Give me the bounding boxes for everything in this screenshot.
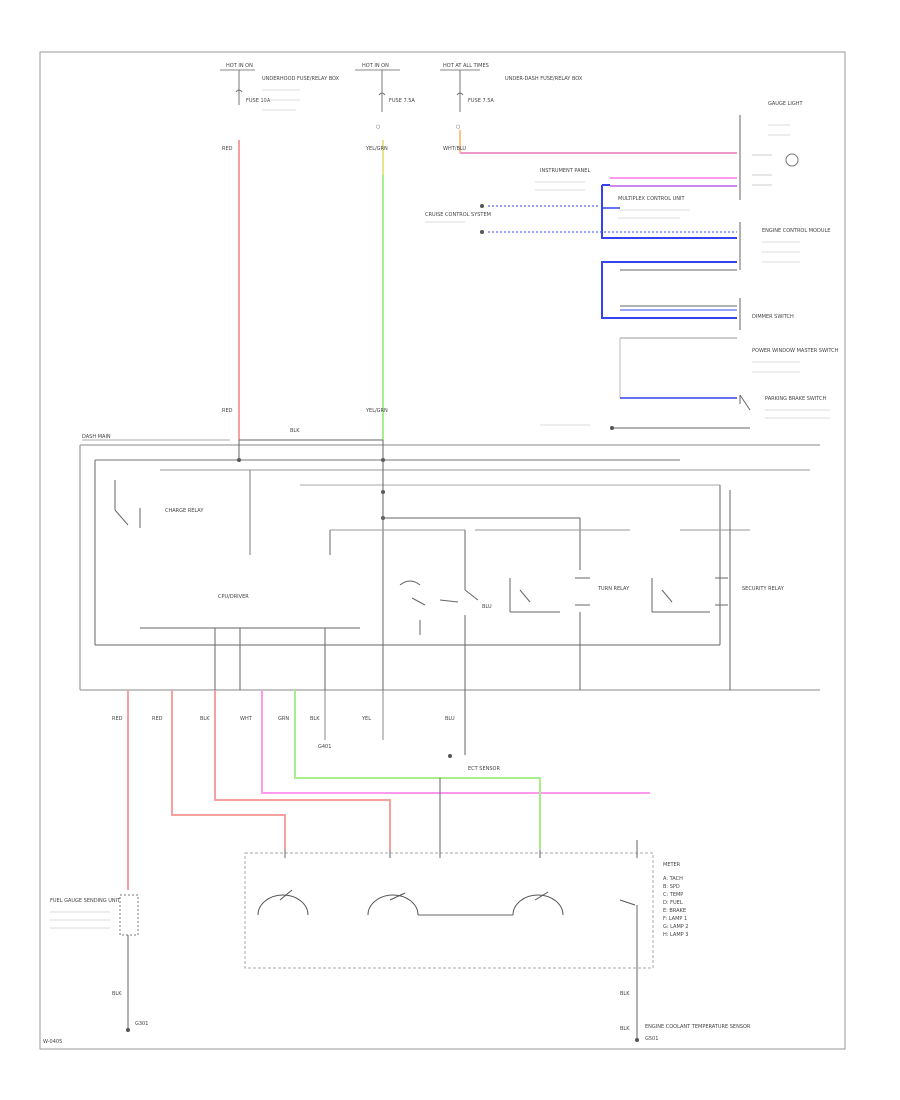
dimmer-label: DIMMER SWITCH <box>752 314 794 320</box>
relay-far-label: SECURITY RELAY <box>742 586 785 592</box>
cruise-label: CRUISE CONTROL SYSTEM <box>425 212 491 218</box>
svg-text:○: ○ <box>376 124 380 130</box>
power-window-switch: POWER WINDOW MASTER SWITCH <box>619 337 839 398</box>
fuse-mid-top-label: HOT IN ON <box>362 63 389 69</box>
bottom-right-ground: BLK BLK ENGINE COOLANT TEMPERATURE SENSO… <box>620 968 751 1042</box>
wire-red-mid-label: RED <box>222 408 233 414</box>
svg-text:BLK: BLK <box>112 991 122 997</box>
ground-mid: G401 ECT SENSOR <box>318 744 500 772</box>
fuel-sensor-label: FUEL GAUGE SENDING UNIT <box>50 898 121 904</box>
fuse-left-desc: UNDERHOOD FUSE/RELAY BOX <box>262 76 340 82</box>
meter-box-label: METER <box>663 862 681 868</box>
svg-text:GRN: GRN <box>278 716 289 722</box>
svg-text:BLK: BLK <box>310 716 320 722</box>
svg-text:H: LAMP 3: H: LAMP 3 <box>663 932 688 938</box>
power-window-label: POWER WINDOW MASTER SWITCH <box>752 348 839 354</box>
ecm-component: ENGINE CONTROL MODULE <box>739 222 830 270</box>
svg-text:BLK: BLK <box>620 1026 630 1032</box>
wire-green-mid-label: YEL/GRN <box>365 408 388 414</box>
wire-green-bottom <box>294 690 541 850</box>
wire-red-meter-1 <box>171 690 286 850</box>
dash-main-label: DASH MAIN <box>82 434 111 440</box>
fuse-left: HOT IN ON FUSE 10A UNDERHOOD FUSE/RELAY … <box>220 63 340 111</box>
fuse-left-top-label: HOT IN ON <box>226 63 253 69</box>
wire-blue-1 <box>601 185 737 239</box>
wire-blue-2 <box>601 261 737 319</box>
ground-right-label: G501 <box>645 1036 658 1042</box>
fuse-left-mid-label: FUSE 10A <box>246 98 271 104</box>
multiplex-label: MULTIPLEX CONTROL UNIT <box>618 196 685 202</box>
wire-red-top-label: RED <box>222 146 233 152</box>
page-code: W-0405 <box>43 1039 62 1045</box>
wire-red-meter-2 <box>214 690 391 850</box>
fuse-mid-mid-label: FUSE 7.5A <box>389 98 415 104</box>
meter-legend: A: TACH B: SPD C: TEMP D: FUEL E: BRAKE … <box>663 876 689 938</box>
cruise-control-input: CRUISE CONTROL SYSTEM <box>425 204 737 234</box>
svg-text:A: TACH: A: TACH <box>663 876 683 882</box>
wire-green-top-label: YEL/GRN <box>365 146 388 152</box>
svg-text:D: FUEL: D: FUEL <box>663 900 683 906</box>
fuse-right-desc: UNDER-DASH FUSE/RELAY BOX <box>505 76 583 82</box>
svg-text:B: SPD: B: SPD <box>663 884 680 890</box>
gauge-light-label: GAUGE LIGHT <box>768 101 803 107</box>
bottom-pin-labels: RED RED BLK WHT GRN BLK YEL BLU <box>112 716 455 722</box>
fuse-mid: HOT IN ON FUSE 7.5A <box>355 63 415 112</box>
wire-pink-bottom <box>261 690 650 794</box>
svg-text:ECT SENSOR: ECT SENSOR <box>468 766 500 772</box>
svg-text:YEL: YEL <box>361 716 371 722</box>
dimmer-switch: DIMMER SWITCH <box>739 298 794 330</box>
ecm-label: ENGINE CONTROL MODULE <box>762 228 830 234</box>
svg-text:G: LAMP 2: G: LAMP 2 <box>663 924 689 930</box>
svg-text:WHT: WHT <box>240 716 253 722</box>
fuse-right-top-label: HOT AT ALL TIMES <box>443 63 489 69</box>
svg-text:BLK: BLK <box>620 991 630 997</box>
speed-gauge <box>367 894 419 916</box>
cpu-label: CPU/DRIVER <box>218 594 249 600</box>
instrument-label: INSTRUMENT PANEL <box>540 168 590 174</box>
svg-text:○: ○ <box>456 124 460 130</box>
gauge-assembly-module: CHARGE RELAY CPU/DRIVER BLU TURN RELAY <box>79 440 820 691</box>
ground-left-label: G301 <box>135 1021 148 1027</box>
svg-text:BLU: BLU <box>445 716 455 722</box>
svg-text:F: LAMP 1: F: LAMP 1 <box>663 916 687 922</box>
relay-left-label: CHARGE RELAY <box>165 508 204 514</box>
relay-right-label: TURN RELAY <box>597 586 630 592</box>
wire-blk-label: BLK <box>290 428 300 434</box>
bottom-right-label: ENGINE COOLANT TEMPERATURE SENSOR <box>645 1024 751 1030</box>
parking-brake-switch: PARKING BRAKE SWITCH <box>540 394 830 430</box>
fuel-sensor: FUEL GAUGE SENDING UNIT BLK G301 <box>50 894 148 1032</box>
svg-text:E: BRAKE: E: BRAKE <box>663 908 686 914</box>
svg-text:RED: RED <box>152 716 163 722</box>
fuse-right-mid-label: FUSE 7.5A <box>468 98 494 104</box>
svg-text:BLK: BLK <box>200 716 210 722</box>
meter-box: METER <box>244 840 681 969</box>
wire-wht-top-label: WHT/BLU <box>443 146 466 152</box>
ground-mid-label: G401 <box>318 744 331 750</box>
svg-text:RED: RED <box>112 716 123 722</box>
fuse-right: HOT AT ALL TIMES FUSE 7.5A UNDER-DASH FU… <box>440 63 583 112</box>
svg-text:BLU: BLU <box>482 604 492 610</box>
gauge-light-component: GAUGE LIGHT <box>739 101 803 200</box>
parking-brake-label: PARKING BRAKE SWITCH <box>765 396 827 402</box>
tach-gauge <box>257 894 309 916</box>
diagram-frame <box>39 51 846 1050</box>
svg-text:C: TEMP: C: TEMP <box>663 892 683 898</box>
temp-gauge <box>512 894 564 916</box>
